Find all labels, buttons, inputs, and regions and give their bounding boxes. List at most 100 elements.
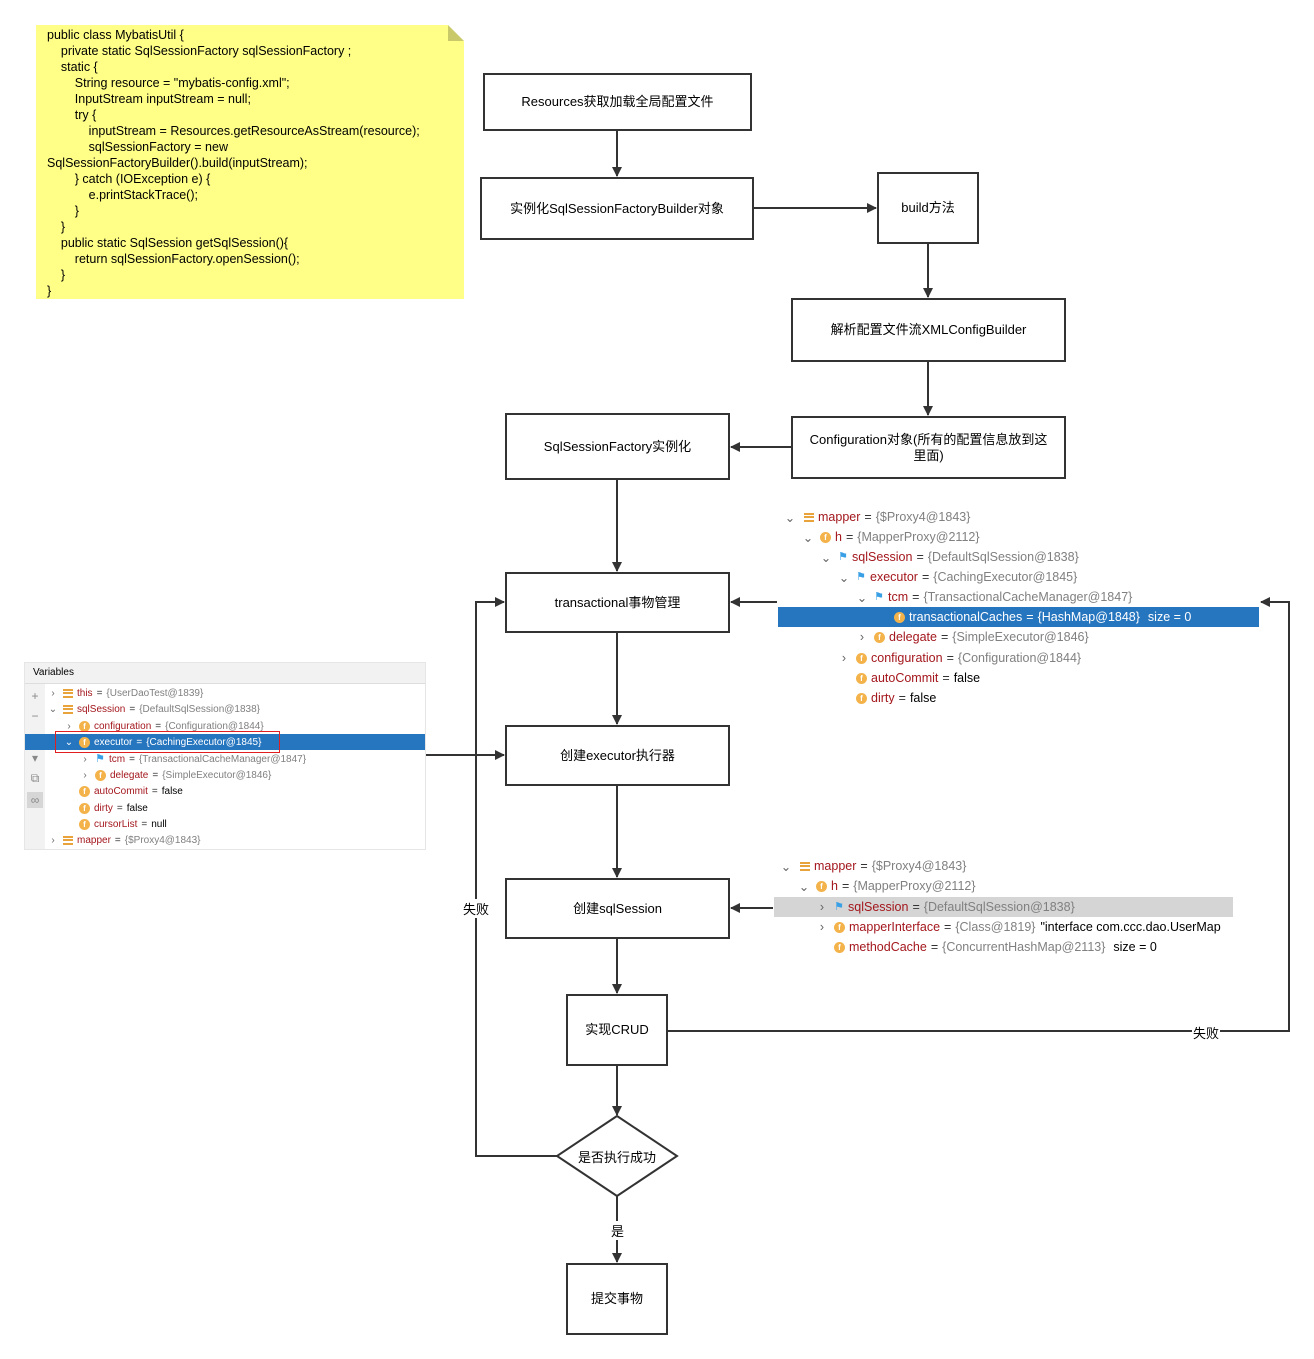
vars-row-configuration[interactable]: › f configuration={Configuration@1844} (25, 718, 425, 734)
panel-top-row-mapper[interactable]: ⌄ mapper={$Proxy4@1843} (784, 510, 971, 525)
panel-top-row-delegate[interactable]: › f delegate={SimpleExecutor@1846} (778, 627, 1259, 647)
field-list-icon (804, 512, 814, 522)
panel-bottom-row-methodcache: f methodCache={ConcurrentHashMap@2113} s… (774, 937, 1233, 957)
vars-val: false (126, 802, 148, 814)
chevron-right-icon[interactable]: › (83, 769, 87, 781)
field-icon: f (95, 769, 106, 781)
box-resources-label: Resources获取加载全局配置文件 (521, 94, 714, 109)
fail-label-right: 失败 (1192, 1023, 1221, 1042)
chevron-down-icon[interactable]: ⌄ (798, 879, 810, 894)
panel-top-key: mapper (818, 510, 861, 524)
glasses-icon[interactable]: ∞ (27, 792, 43, 808)
field-icon: f (79, 818, 90, 830)
panel-bottom-val: {Class@1819} (955, 920, 1036, 934)
panel-top-key: h (835, 530, 842, 544)
vars-row-delegate[interactable]: › f delegate={SimpleExecutor@1846} (25, 767, 425, 783)
box-crud-label: 实现CRUD (585, 1022, 649, 1037)
box-configuration-label-1: Configuration对象(所有的配置信息放到这 (809, 431, 1048, 447)
field-icon: f (820, 531, 831, 543)
chevron-right-icon[interactable]: › (51, 834, 55, 846)
panel-bottom-row-h[interactable]: ⌄ f h={MapperProxy@2112} (798, 879, 976, 894)
box-factory-label: SqlSessionFactory实例化 (543, 438, 692, 454)
vars-row-this[interactable]: › this={UserDaoTest@1839} (25, 685, 425, 701)
box-builder: 实例化SqlSessionFactoryBuilder对象 (480, 177, 754, 240)
panel-bottom-row-sqlsession[interactable]: › ⚑ sqlSession={DefaultSqlSession@1838} (774, 897, 1233, 917)
panel-bottom-val: {MapperProxy@2112} (853, 879, 976, 893)
chevron-right-icon[interactable]: › (819, 920, 825, 934)
remove-icon[interactable]: − (31, 709, 39, 723)
yes-label: 是 (610, 1221, 626, 1240)
vars-key: executor (94, 736, 133, 748)
vars-key: cursorList (94, 818, 138, 830)
panel-top-val: {$Proxy4@1843} (875, 510, 971, 524)
box-build: build方法 (877, 172, 979, 244)
chevron-down-icon[interactable]: ⌄ (856, 590, 868, 605)
panel-top-key: delegate (889, 630, 937, 644)
vars-key: tcm (109, 753, 126, 765)
box-configuration-label-2: 里面) (913, 447, 944, 463)
panel-top-row-executor[interactable]: ⌄ ⚑ executor={CachingExecutor@1845} (838, 570, 1078, 585)
chevron-down-icon[interactable]: ⌄ (780, 859, 792, 874)
add-icon[interactable]: + (31, 689, 39, 703)
vars-key: mapper (77, 834, 111, 846)
field-icon: f (856, 652, 867, 664)
copy-icon[interactable]: ⧉ (30, 771, 40, 785)
vars-row-autocommit: f autoCommit=false (25, 783, 425, 799)
vars-row-sqlsession[interactable]: ⌄ sqlSession={DefaultSqlSession@1838} (48, 703, 260, 715)
chevron-down-icon[interactable]: ⌄ (802, 530, 814, 545)
panel-top-key: dirty (871, 691, 895, 704)
chevron-right-icon[interactable]: › (819, 900, 825, 914)
panel-bottom-val: {ConcurrentHashMap@2113} (942, 940, 1106, 954)
box-executor: 创建executor执行器 (505, 725, 730, 786)
box-build-label: build方法 (901, 200, 955, 215)
panel-top-row-configuration[interactable]: › f configuration={Configuration@1844} (778, 648, 1259, 668)
panel-top-row-transactionalcaches[interactable]: f transactionalCaches={HashMap@1848} siz… (778, 607, 1259, 627)
panel-top-val: {HashMap@1848} (1037, 610, 1140, 624)
chevron-down-icon[interactable]: ⌄ (820, 550, 832, 565)
panel-top-row-tcm[interactable]: ⌄ ⚑ tcm={TransactionalCacheManager@1847} (856, 590, 1133, 605)
panel-top-row-sqlsession[interactable]: ⌄ ⚑ sqlSession={DefaultSqlSession@1838} (820, 550, 1079, 565)
field-list-icon (63, 688, 73, 698)
field-icon: f (79, 802, 90, 814)
down-icon[interactable]: ▾ (31, 751, 39, 765)
flag-icon: ⚑ (856, 571, 866, 583)
panel-bottom-row-mapperinterface[interactable]: › f mapperInterface={Class@1819} "interf… (774, 917, 1233, 937)
chevron-down-icon[interactable]: ⌄ (784, 510, 796, 525)
panel-top-val: false (909, 691, 937, 704)
chevron-right-icon[interactable]: › (67, 720, 71, 732)
vars-row-cursorlist: f cursorList=null (25, 816, 425, 832)
chevron-right-icon[interactable]: › (51, 687, 55, 699)
box-factory: SqlSessionFactory实例化 (505, 413, 730, 480)
panel-top-key: tcm (888, 590, 909, 604)
field-list-icon (63, 704, 73, 714)
field-icon: f (894, 611, 905, 623)
chevron-right-icon[interactable]: › (859, 630, 865, 644)
vars-row-tcm[interactable]: › ⚑ tcm={TransactionalCacheManager@1847} (25, 751, 425, 767)
chevron-right-icon[interactable]: › (83, 753, 87, 765)
vars-row-mapper[interactable]: › mapper={$Proxy4@1843} (25, 832, 425, 848)
field-icon: f (79, 736, 90, 748)
vars-row-executor[interactable]: ⌄ f executor={CachingExecutor@1845} (25, 734, 425, 750)
panel-bottom-val: {$Proxy4@1843} (871, 859, 967, 873)
vars-val: false (161, 785, 183, 797)
chevron-right-icon[interactable]: › (841, 651, 847, 665)
panel-bottom-row-mapper[interactable]: ⌄ mapper={$Proxy4@1843} (780, 859, 967, 874)
decision-diamond (555, 1114, 679, 1198)
chevron-down-icon[interactable]: ⌄ (838, 570, 850, 585)
vars-key: autoCommit (94, 785, 148, 797)
panel-top-key: transactionalCaches (909, 610, 1023, 624)
panel-top-val: {TransactionalCacheManager@1847} (923, 590, 1133, 604)
decision-label: 是否执行成功 (577, 1150, 656, 1165)
field-icon: f (856, 672, 867, 684)
panel-top-row-h[interactable]: ⌄ f h={MapperProxy@2112} (802, 530, 980, 545)
box-sqlsession-label: 创建sqlSession (573, 900, 662, 916)
arrow-fail-loop-right (668, 597, 1290, 1032)
chevron-down-icon[interactable]: ⌄ (64, 736, 74, 748)
arrow-fail-loop-left (475, 597, 558, 1157)
panel-top-row-dirty: f dirty=false (778, 688, 1259, 704)
chevron-down-icon[interactable]: ⌄ (48, 703, 58, 715)
flag-icon: ⚑ (874, 591, 884, 603)
vars-key: delegate (110, 769, 149, 781)
